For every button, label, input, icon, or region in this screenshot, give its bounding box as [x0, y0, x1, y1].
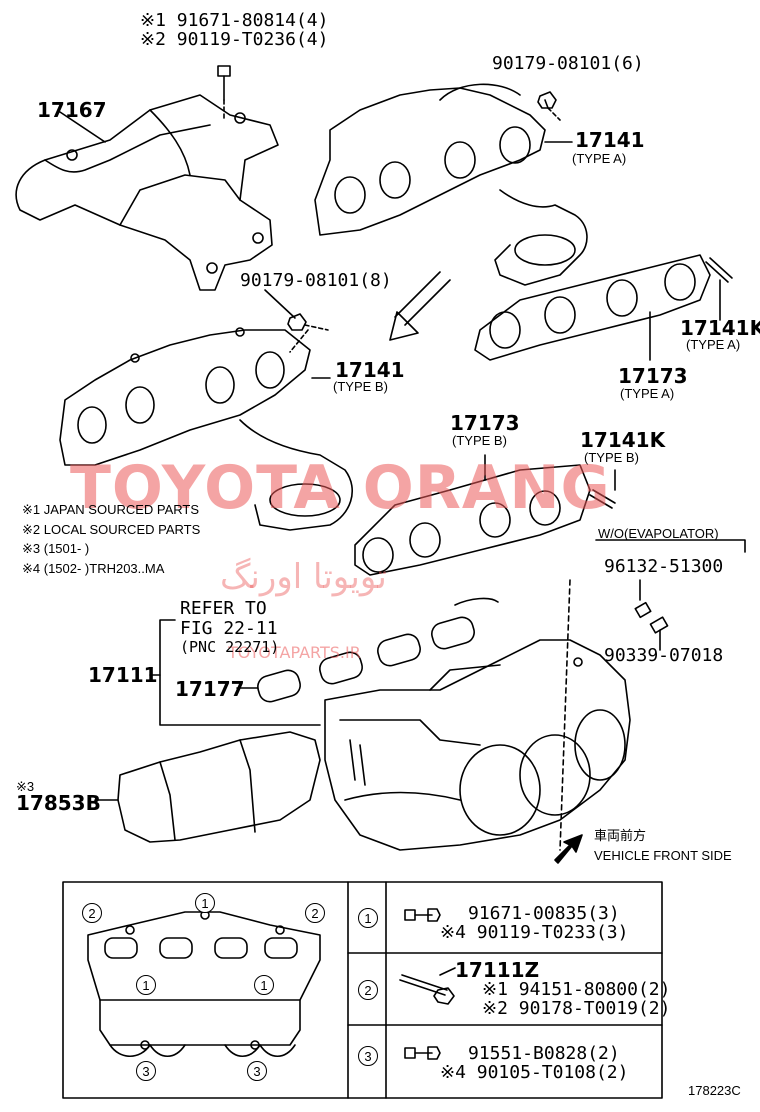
note-4: ※4 (1502- )TRH203..MA	[22, 561, 165, 576]
direction-arrow-drawing	[389, 271, 451, 341]
nut-a-label: 90179-08101(6)	[492, 53, 644, 74]
intake-manifold-label: 17111	[88, 663, 158, 687]
stud-icon-2	[399, 974, 455, 1005]
gasket-b-type: (TYPE B)	[452, 433, 507, 448]
note-1: ※1 JAPAN SOURCED PARTS	[22, 502, 200, 517]
table-key-1: 1	[358, 908, 378, 928]
manifold-a-label: 17141	[575, 128, 645, 152]
stud-b-label: 17141K	[580, 428, 666, 452]
intake-manifold-drawing	[324, 639, 631, 851]
table-key-2: 2	[358, 980, 378, 1000]
wo-bracket-line	[595, 539, 746, 553]
nut-a-drawing	[537, 91, 557, 109]
bolt-icon-1	[404, 908, 441, 922]
heat-insulator-drawing	[15, 94, 279, 291]
refer-line-2: FIG 22-11	[180, 618, 278, 639]
gasket-b-label: 17173	[450, 411, 520, 435]
plug-drawing	[649, 616, 669, 634]
manifold-b-label: 17141	[335, 358, 405, 382]
callout-3-left: 3	[136, 1061, 156, 1081]
top-bolt-drawing	[217, 65, 231, 119]
callout-2-right: 2	[305, 903, 325, 923]
clip-drawing	[634, 601, 652, 619]
front-arrow-drawing	[554, 834, 583, 864]
row1-line2: ※4 90119-T0233(3)	[440, 922, 629, 943]
callout-3-right: 3	[247, 1061, 267, 1081]
bolt-top-2-label: ※2 90119-T0236(4)	[140, 29, 329, 50]
footer-code: 178223C	[688, 1083, 741, 1098]
manifold-type-a-drawing	[314, 83, 588, 286]
gasket-type-a-drawing	[474, 254, 711, 361]
note-2: ※2 LOCAL SOURCED PARTS	[22, 522, 201, 537]
cover-mark: ※3	[16, 779, 35, 794]
callout-2-left: 2	[82, 903, 102, 923]
gasket-a-type: (TYPE A)	[620, 386, 675, 401]
stud-a-drawing	[705, 257, 733, 283]
stud-b-drawing	[589, 489, 616, 509]
row3-line1: 91551-B0828(2)	[468, 1043, 620, 1064]
row2-line2: ※2 90178-T0019(2)	[482, 998, 671, 1019]
legend-frame	[62, 881, 663, 1099]
bolt-top-1-label: ※1 91671-80814(4)	[140, 10, 329, 31]
manifold-type-b-drawing	[59, 327, 354, 531]
nut-b-label: 90179-08101(8)	[240, 270, 392, 291]
watermark-arabic: تویوتا اورنگ	[220, 557, 387, 597]
row2-line1: ※1 94151-80800(2)	[482, 979, 671, 1000]
manifold-a-type: (TYPE A)	[572, 151, 627, 166]
callout-1-left: 1	[136, 975, 156, 995]
refer-line-3: (PNC 22271)	[180, 638, 280, 656]
stud-a-type: (TYPE A)	[686, 337, 741, 352]
row1-line1: 91671-00835(3)	[468, 903, 620, 924]
intake-gasket-drawing	[257, 597, 499, 703]
watermark-site: TOYOTAPARTS.IR	[228, 643, 361, 662]
watermark-main: TOYOTA ORANG	[70, 453, 611, 523]
row3-line2: ※4 90105-T0108(2)	[440, 1062, 629, 1083]
stud-b-type: (TYPE B)	[584, 450, 639, 465]
row2-extra: 17111Z	[455, 958, 540, 982]
cover-label: 17853B	[16, 791, 101, 815]
flange-top-view-drawing	[87, 910, 321, 1058]
heat-insulator-label: 17167	[37, 98, 107, 122]
front-en-label: VEHICLE FRONT SIDE	[594, 848, 732, 863]
refer-line-1: REFER TO	[180, 598, 267, 619]
stud-a-label: 17141K	[680, 316, 760, 340]
callout-1-right: 1	[254, 975, 274, 995]
gasket-a-label: 17173	[618, 364, 688, 388]
callout-1-top: 1	[195, 893, 215, 913]
engine-cover-drawing	[117, 731, 321, 843]
note-3: ※3 (1501- )	[22, 541, 90, 556]
part-90339-label: 90339-07018	[604, 645, 724, 666]
part-96132-label: 96132-51300	[604, 556, 724, 577]
bolt-icon-3	[404, 1046, 441, 1060]
wo-evap-label: W/O(EVAPOLATOR)	[598, 526, 719, 541]
nut-b-drawing	[287, 313, 307, 331]
intake-bracket-line	[159, 619, 321, 726]
gasket-type-b-drawing	[354, 464, 591, 576]
intake-gasket-label: 17177	[175, 677, 245, 701]
front-jp-label: 車両前方	[594, 828, 647, 843]
manifold-b-type: (TYPE B)	[333, 379, 388, 394]
table-key-3: 3	[358, 1046, 378, 1066]
